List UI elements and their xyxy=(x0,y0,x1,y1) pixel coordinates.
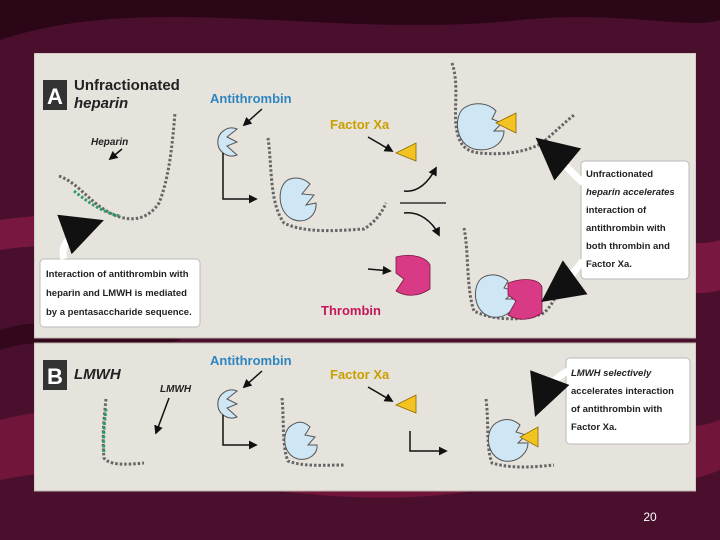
panel-a-title-line1: Unfractionated xyxy=(74,77,180,94)
panel-a-title-line2: heparin xyxy=(74,95,128,112)
factor-xa-protein-a xyxy=(395,142,417,162)
callout-b-line: of antithrombin with xyxy=(571,404,662,415)
callout-right-line: both thrombin and xyxy=(586,241,670,252)
thrombin-protein-a xyxy=(395,255,431,296)
callout-left-line: heparin and LMWH is mediated xyxy=(46,288,187,299)
antithrombin-protein-b xyxy=(217,389,239,419)
thrombin-label-a: Thrombin xyxy=(321,303,381,318)
heparin-label: Heparin xyxy=(91,137,128,148)
panel-b: B LMWH LMWH Antithrombin Factor Xa LMWH … xyxy=(34,342,696,492)
callout-left-line: by a pentasaccharide sequence. xyxy=(46,307,192,318)
svg-text:Unfractionated heparin a: Unfractionated heparin accelerates inter… xyxy=(586,169,677,270)
callout-right-line: Unfractionated xyxy=(586,169,653,180)
callout-right-line: interaction of xyxy=(586,205,647,216)
lmwh-product-complex xyxy=(484,398,555,469)
factor-xa-label-b: Factor Xa xyxy=(330,367,390,382)
lmwh-antithrombin-complex xyxy=(284,421,318,460)
panel-b-letter: B xyxy=(47,364,63,389)
callout-left-a xyxy=(39,258,201,328)
lmwh-label: LMWH xyxy=(160,384,192,395)
callout-right-a xyxy=(580,160,690,280)
factor-xa-protein-b xyxy=(395,394,417,414)
anticoagulant-diagram: A Unfractionated heparin Heparin Antithr… xyxy=(34,53,696,492)
factor-xa-label-a: Factor Xa xyxy=(330,117,390,132)
callout-b-line: Factor Xa. xyxy=(571,422,617,433)
svg-text:Interaction of antithrombin wi: Interaction of antithrombin with heparin… xyxy=(46,269,192,318)
callout-right-line: Factor Xa. xyxy=(586,259,632,270)
callout-left-arrow xyxy=(57,214,104,261)
panel-b-title: LMWH xyxy=(74,366,122,383)
antithrombin-label-a: Antithrombin xyxy=(210,91,292,106)
page-number: 20 xyxy=(643,510,657,524)
panel-a: A Unfractionated heparin Heparin Antithr… xyxy=(34,53,696,339)
callout-right-line: heparin accelerates xyxy=(586,187,675,198)
panel-b-letter-box xyxy=(43,360,67,390)
svg-text:LMWH selectively acceler: LMWH selectively accelerates interaction… xyxy=(571,368,677,433)
top-product-complex xyxy=(450,62,575,156)
antithrombin-label-b: Antithrombin xyxy=(210,353,292,368)
heparin-antithrombin-complex xyxy=(266,137,388,233)
callout-right-line: antithrombin with xyxy=(586,223,666,234)
panel-a-letter-box xyxy=(43,80,67,110)
callout-left-line: Interaction of antithrombin with xyxy=(46,269,189,280)
callout-b-line: accelerates interaction xyxy=(571,386,674,397)
lmwh-chain xyxy=(101,398,145,466)
antithrombin-protein-a xyxy=(217,127,239,157)
panel-a-letter: A xyxy=(47,84,63,109)
callout-b-line: LMWH selectively xyxy=(571,368,652,379)
